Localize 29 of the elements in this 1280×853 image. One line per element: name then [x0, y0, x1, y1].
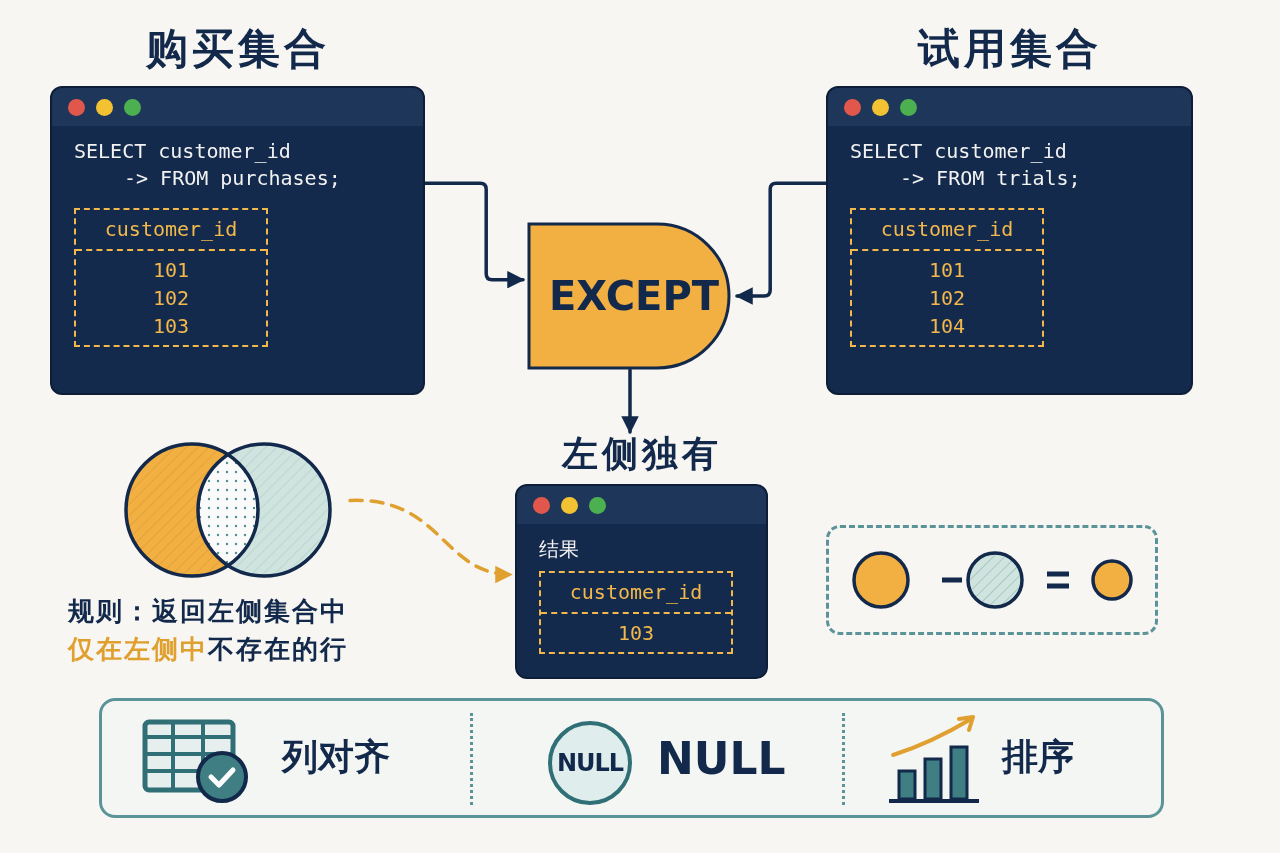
sql-query-line: -> FROM trials;: [899, 165, 1081, 192]
table-cell-text: 104: [928, 313, 966, 340]
section-title: 左侧独有: [561, 436, 722, 472]
feature-panel: [99, 698, 1164, 818]
result-text: 结果: [539, 536, 579, 563]
null-badge: NULL: [548, 721, 632, 805]
table-cell-text: 103: [152, 313, 190, 340]
arrow: [621, 368, 639, 434]
table-cell-text: 102: [928, 285, 966, 312]
table-cell-text: 103: [617, 620, 655, 647]
table-cell-text: 101: [152, 257, 190, 284]
arrow: [348, 498, 513, 582]
column-header: customer_id: [104, 216, 238, 243]
arrow: [423, 181, 525, 289]
operator-label: EXCEPT: [549, 276, 720, 316]
rule-note: 规则：返回左侧集合中仅在左侧中不存在的行: [68, 595, 349, 666]
column-header: customer_id: [880, 216, 1014, 243]
feature-label: NULL: [657, 737, 786, 781]
sql-query-line: SELECT customer_id: [850, 138, 1067, 165]
column-header: customer_id: [569, 579, 703, 606]
table-cell-text: 102: [152, 285, 190, 312]
feature-label: 排序: [1002, 739, 1074, 775]
table-cell-text: 101: [928, 257, 966, 284]
arrow: [735, 181, 828, 305]
sql-query-line: -> FROM purchases;: [123, 165, 341, 192]
feature-label: 列对齐: [282, 739, 390, 775]
section-title: 试用集合: [917, 28, 1102, 70]
sql-query-line: SELECT customer_id: [74, 138, 291, 165]
section-title: 购买集合: [145, 28, 330, 70]
